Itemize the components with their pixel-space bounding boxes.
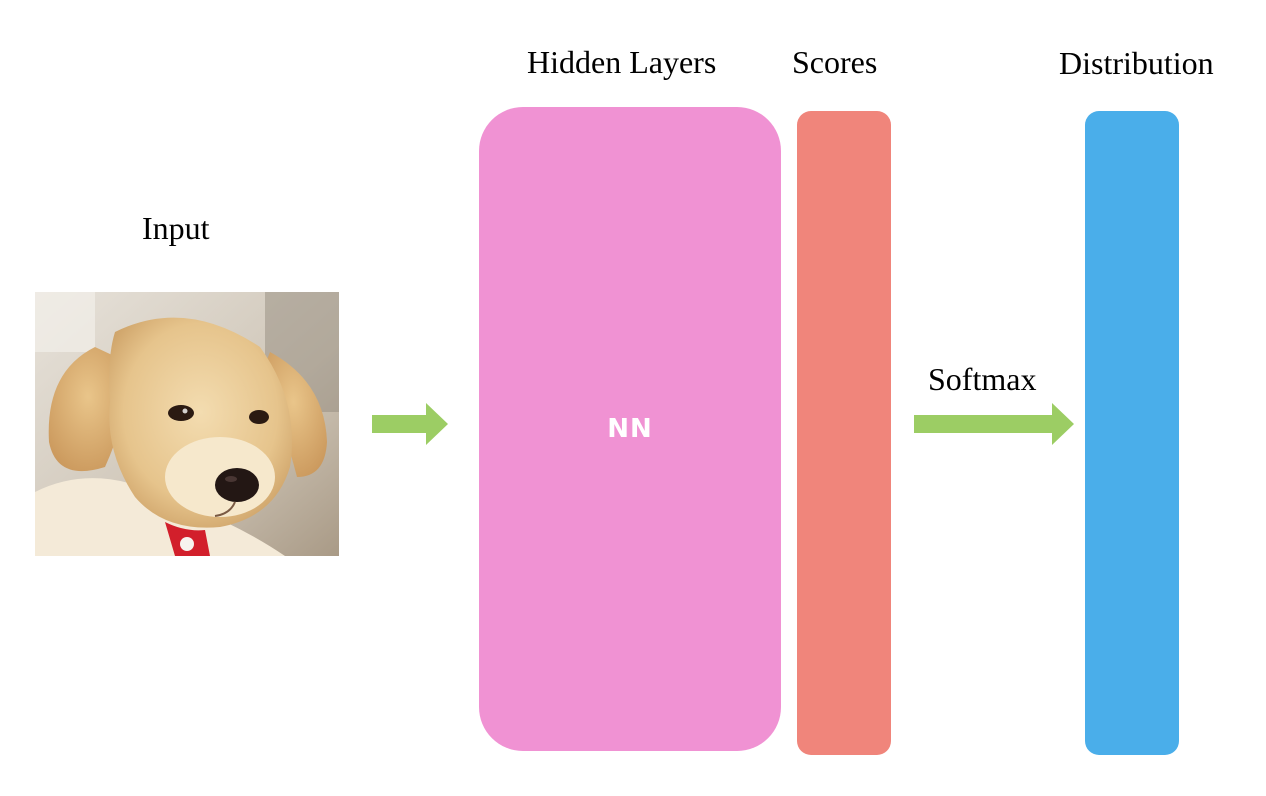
puppy-image — [35, 292, 339, 556]
softmax-arrow-icon — [914, 403, 1074, 445]
right-arrow-icon — [372, 403, 448, 445]
scores-block — [797, 111, 891, 755]
softmax-label: Softmax — [928, 361, 1037, 397]
nn-block: NN — [479, 107, 781, 751]
input-label: Input — [142, 210, 210, 246]
distribution-label: Distribution — [1059, 45, 1214, 81]
distribution-block — [1085, 111, 1179, 755]
nn-label: NN — [607, 414, 653, 444]
hidden-layers-label: Hidden Layers — [527, 44, 717, 80]
scores-label: Scores — [792, 44, 878, 80]
